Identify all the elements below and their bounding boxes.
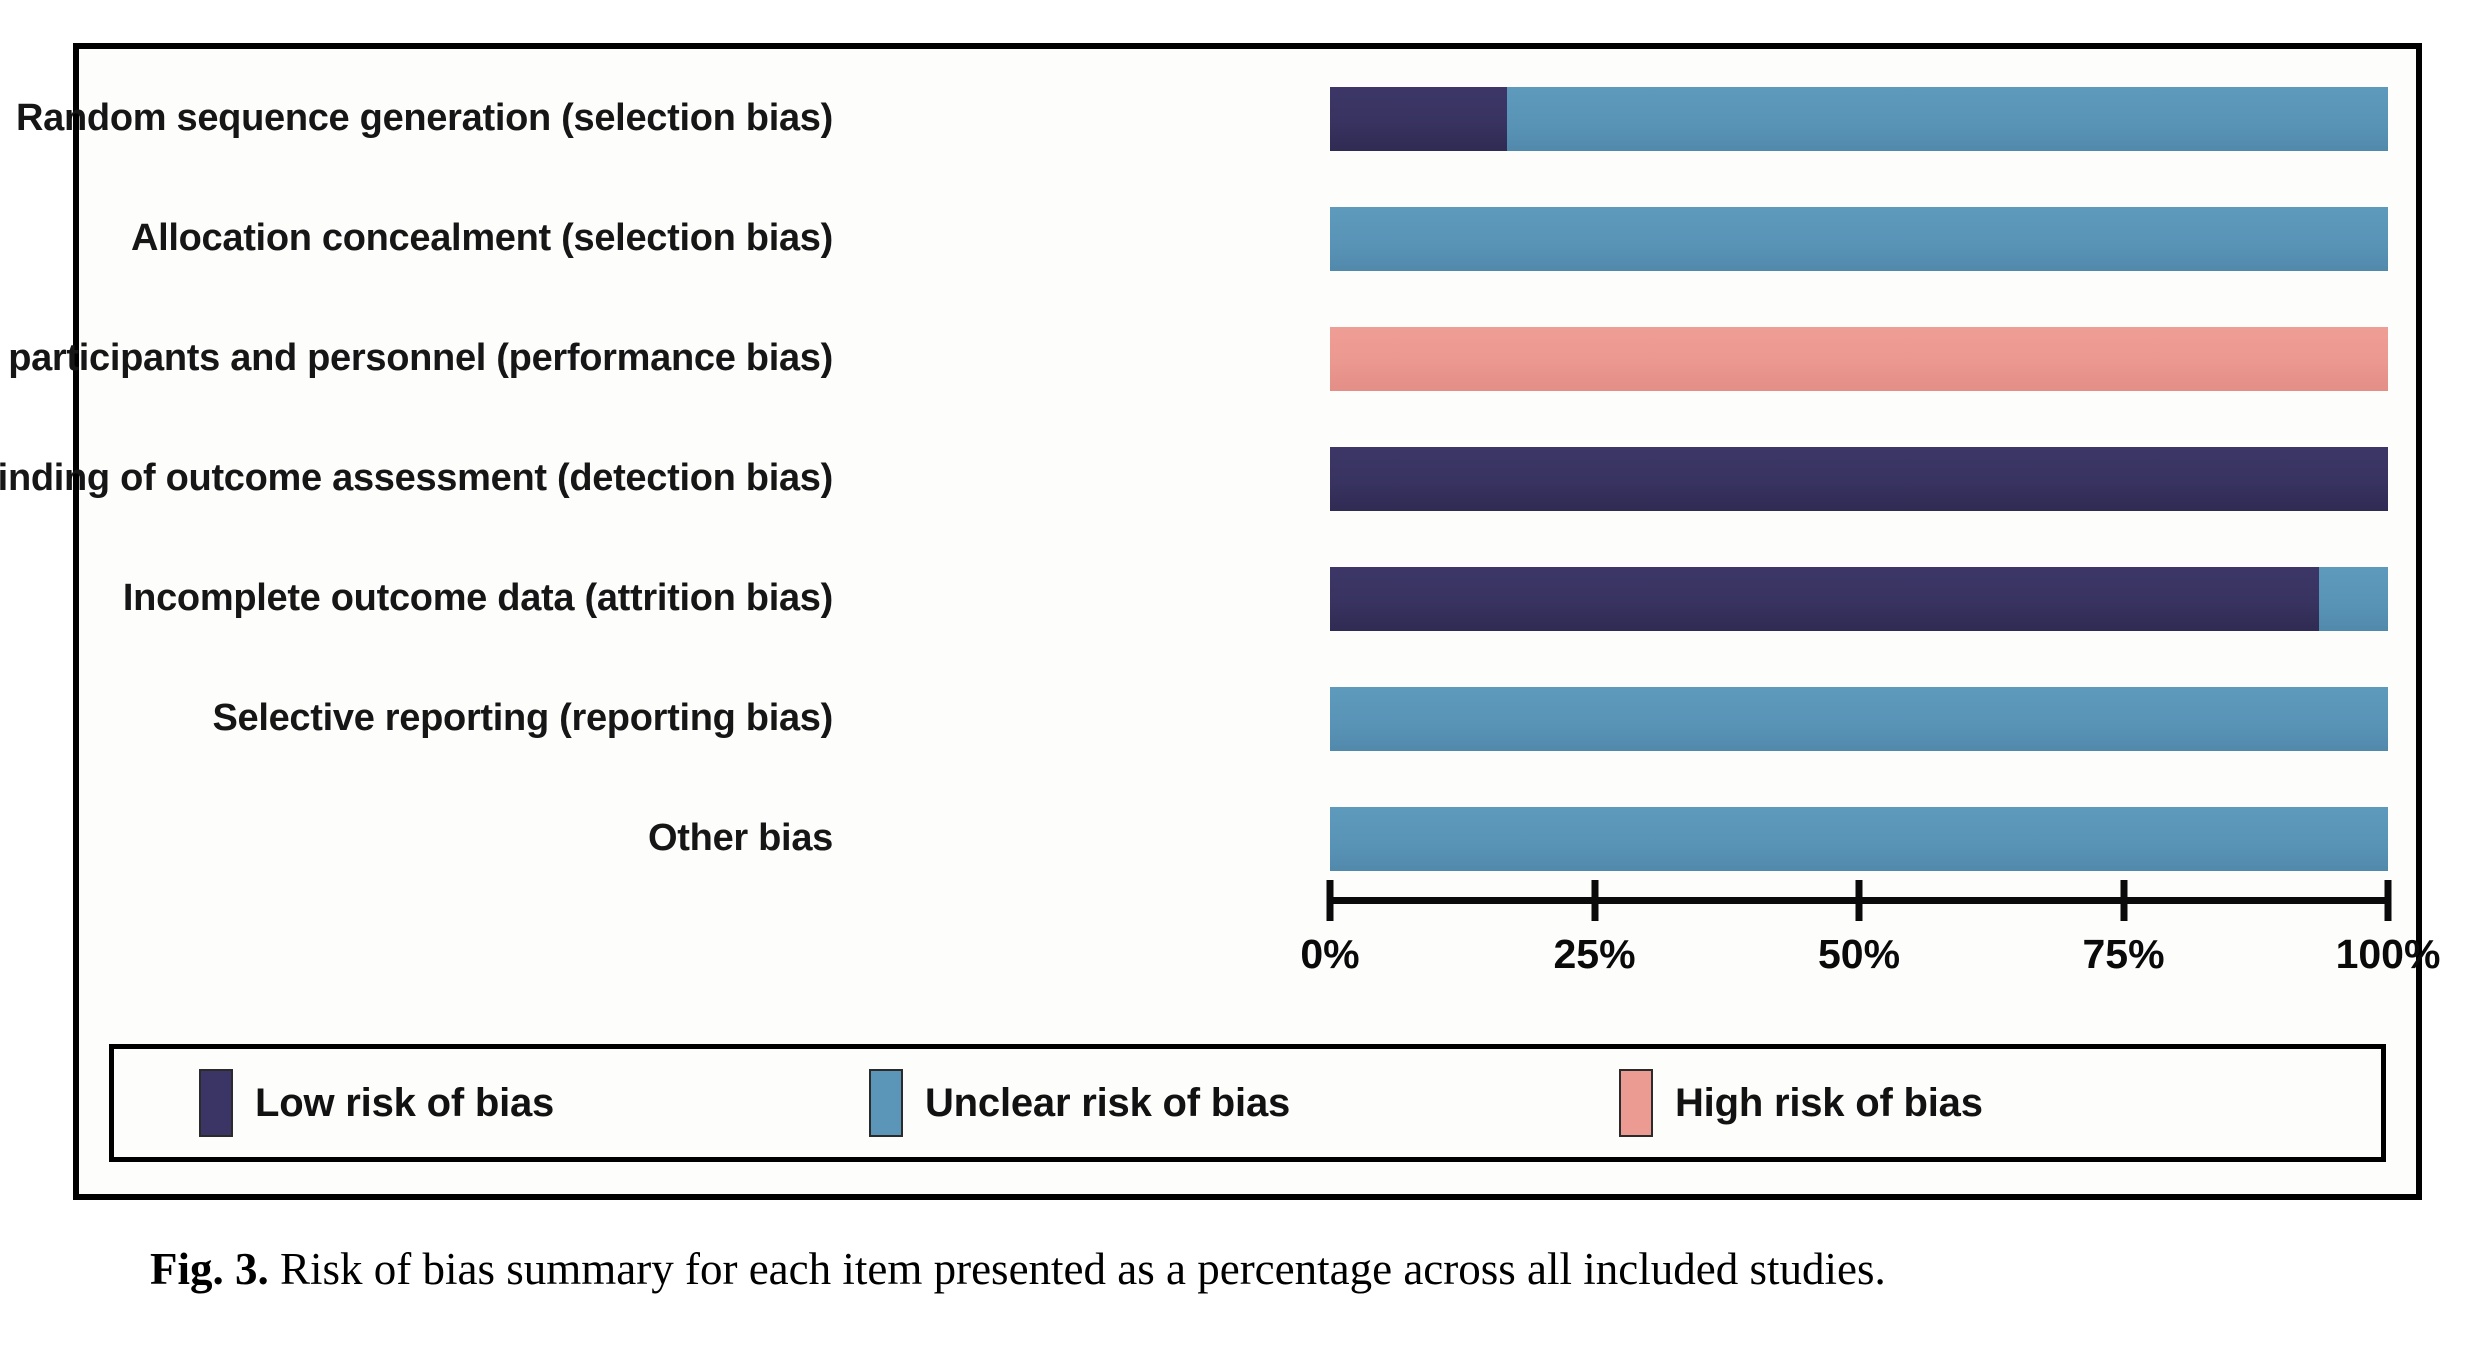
category-label: Allocation concealment (selection bias): [130, 217, 833, 260]
caption-prefix: Fig. 3.: [150, 1244, 269, 1294]
axis-tick-label: 100%: [2335, 931, 2441, 977]
category-label: Selective reporting (reporting bias): [212, 697, 833, 740]
bar-segment-unclear: [1330, 687, 2388, 751]
legend-swatch-low-icon: [199, 1069, 233, 1137]
bar-segment-unclear: [1330, 207, 2388, 271]
legend-label: Unclear risk of bias: [925, 1080, 1291, 1125]
category-label: Random sequence generation (selection bi…: [16, 97, 833, 140]
axis-tick: [2384, 880, 2392, 921]
stacked-bar: [1330, 687, 2388, 751]
legend-label: High risk of bias: [1675, 1080, 1983, 1125]
stacked-bar: [1330, 87, 2388, 151]
bar-row: Incomplete outcome data (attrition bias): [79, 561, 2416, 637]
stacked-bar: [1330, 207, 2388, 271]
bar-row: Selective reporting (reporting bias): [79, 681, 2416, 757]
bar-segment-unclear: [2319, 567, 2388, 631]
legend: Low risk of bias Unclear risk of bias High…: [109, 1044, 2386, 1162]
axis-tick: [1591, 880, 1598, 921]
bar-row: Other bias: [79, 801, 2416, 877]
category-label: Blinding of outcome assessment (detectio…: [0, 457, 833, 500]
category-label: Blinding of participants and personnel (…: [0, 337, 833, 380]
bar-segment-low: [1330, 87, 1507, 151]
axis-tick-label: 50%: [1817, 931, 1901, 977]
legend-label: Low risk of bias: [255, 1080, 555, 1125]
stacked-bar: [1330, 807, 2388, 871]
bar-segment-low: [1330, 447, 2388, 511]
figure-frame: Random sequence generation (selection bi…: [0, 43, 2440, 1200]
axis-tick: [2120, 880, 2127, 921]
bar-segment-high: [1330, 327, 2388, 391]
bar-row: Random sequence generation (selection bi…: [16, 81, 2416, 157]
bar-segment-low: [1330, 567, 2320, 631]
caption-text: Risk of bias summary for each item prese…: [268, 1244, 1886, 1294]
legend-item-unclear: Unclear risk of bias: [869, 1069, 1290, 1137]
axis-tick: [1326, 880, 1334, 921]
axis-tick-label: 25%: [1553, 931, 1636, 977]
bar-row: Allocation concealment (selection bias): [79, 201, 2416, 277]
legend-item-low: Low risk of bias: [199, 1069, 554, 1137]
legend-item-high: High risk of bias: [1619, 1069, 1983, 1137]
stacked-bar: [1330, 447, 2388, 511]
axis-tick-label: 75%: [2082, 931, 2165, 977]
category-label: Other bias: [648, 817, 833, 860]
bar-row: Blinding of participants and personnel (…: [0, 321, 2416, 397]
stacked-bar: [1330, 327, 2388, 391]
legend-swatch-high-icon: [1619, 1069, 1653, 1137]
bar-segment-unclear: [1506, 87, 2388, 151]
legend-swatch-unclear-icon: [869, 1069, 903, 1137]
category-label: Incomplete outcome data (attrition bias): [122, 577, 833, 620]
bar-row: Blinding of outcome assessment (detectio…: [0, 441, 2416, 517]
axis-tick-label: 0%: [1300, 931, 1360, 977]
stacked-bar: [1330, 567, 2388, 631]
figure-caption: Fig. 3. Risk of bias summary for each it…: [150, 1243, 2400, 1295]
axis-tick: [1855, 880, 1863, 921]
bar-segment-unclear: [1330, 807, 2388, 871]
risk-of-bias-plot-area: Random sequence generation (selection bi…: [0, 49, 2416, 954]
